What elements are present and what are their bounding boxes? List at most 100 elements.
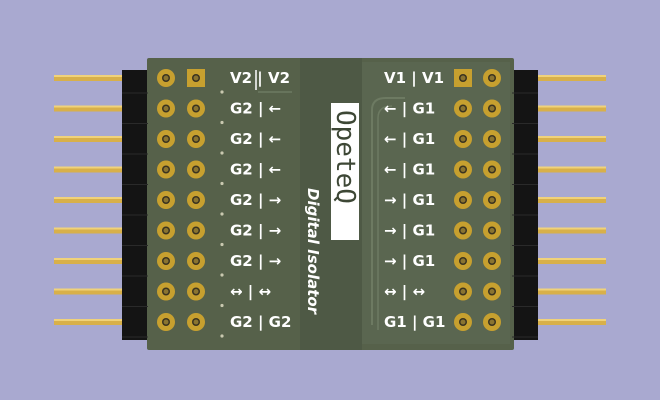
pad-hole-inner [489,75,495,81]
silk-label-right: → | G1 [384,252,435,271]
left-pin [54,136,126,142]
pad-hole-inner [193,75,199,81]
silk-label-right: → | G1 [384,222,435,241]
silk-label-right: V1 | V1 [384,69,444,88]
pad-hole-inner [489,258,495,264]
silk-right-labels: V1 | V1 ← | G1 ← | G1 ← | G1 → | G1 → | G1 → |… [384,69,445,332]
right-pin-highlight [534,105,606,108]
left-header-housing [122,70,148,340]
right-pin [534,258,606,264]
silk-label-right: G1 | G1 [384,313,445,332]
pad-hole-inner [489,228,495,233]
via [220,90,224,94]
silk-label-left: ↔ | ↔ [230,283,271,302]
right-header-pins [534,75,606,325]
trace-right-main [371,97,405,325]
right-pin [534,105,606,112]
left-pin [54,258,126,264]
pad-hole-inner [163,106,169,111]
pad-hole-inner [193,106,199,111]
logo-block: OpeteQ [330,103,360,240]
pad-hole-inner [489,106,495,111]
silk-label-right: → | G1 [384,191,435,210]
right-pin-highlight [534,227,606,230]
pad-hole-inner [460,197,466,203]
pad-hole-inner [460,167,466,172]
pad-hole-inner [460,136,466,142]
logo-text: OpeteQ [330,110,360,204]
left-pin [54,75,126,81]
left-pin-highlight [54,288,126,291]
right-pin [534,319,606,325]
left-pin-highlight [54,166,126,169]
right-pin-highlight [534,258,606,260]
pad-hole-inner [489,319,495,325]
left-pin-highlight [54,258,126,260]
pad-hole-inner [163,258,169,264]
left-pin [54,227,126,234]
left-pin [54,105,126,112]
pad-hole-inner [460,319,466,325]
pad-hole-inner [489,197,495,203]
pad-hole-inner [163,319,169,325]
right-pin-highlight [534,319,606,321]
right-pin-highlight [534,166,606,169]
silk-label-right: ↔ | ↔ [384,283,425,302]
via [220,151,224,155]
silk-label-right: ← | G1 [384,100,435,119]
pad-hole-inner [460,258,466,264]
left-pin-highlight [54,319,126,321]
right-pin-highlight [534,75,606,77]
pad-hole-inner [489,136,495,142]
silk-label-left: G2 | → [230,191,281,210]
left-pin [54,166,126,173]
pad-hole-inner [193,136,199,142]
pad-hole-inner [193,289,199,294]
pad-hole-inner [460,75,466,81]
board-subtitle: Digital Isolator [304,188,322,316]
silk-label-left: G2 | → [230,222,281,241]
pad-hole-inner [193,319,199,325]
silk-label-left: G2 | G2 [230,313,291,332]
right-pin [534,75,606,81]
silk-label-left: G2 | → [230,252,281,271]
pad-hole-inner [163,136,169,142]
left-pin-highlight [54,227,126,230]
pad-hole-inner [193,228,199,233]
pad-hole-inner [489,167,495,172]
right-header-housing [512,70,538,340]
pad-hole-inner [460,289,466,294]
left-header-pins [54,75,126,325]
silk-label-right: ← | G1 [384,130,435,149]
right-pin [534,197,606,203]
logo-box [331,103,359,240]
left-pin-highlight [54,105,126,108]
silk-label-left: G2 | ← [230,161,281,180]
pad-hole-inner [460,228,466,233]
left-pin-highlight [54,136,126,138]
left-pin-highlight [54,197,126,199]
right-pin [534,227,606,234]
right-pin-highlight [534,288,606,291]
left-pin [54,319,126,325]
via [220,242,224,247]
via [220,334,224,338]
silk-label-left: G2 | ← [230,100,281,119]
right-pin-highlight [534,197,606,199]
pad-hole-inner [460,106,466,111]
right-pin-highlight [534,136,606,138]
silk-label-right: ← | G1 [384,161,435,180]
pad-hole-inner [193,258,199,264]
silk-label-left: G2 | ← [230,130,281,149]
pad-hole-inner [163,75,169,81]
pad-hole-inner [163,197,169,203]
pad-hole-inner [163,228,169,233]
via [220,303,224,308]
via [220,120,224,125]
pad-hole-inner [163,167,169,172]
pad-hole-inner [193,197,199,203]
pad-hole-inner [193,167,199,172]
